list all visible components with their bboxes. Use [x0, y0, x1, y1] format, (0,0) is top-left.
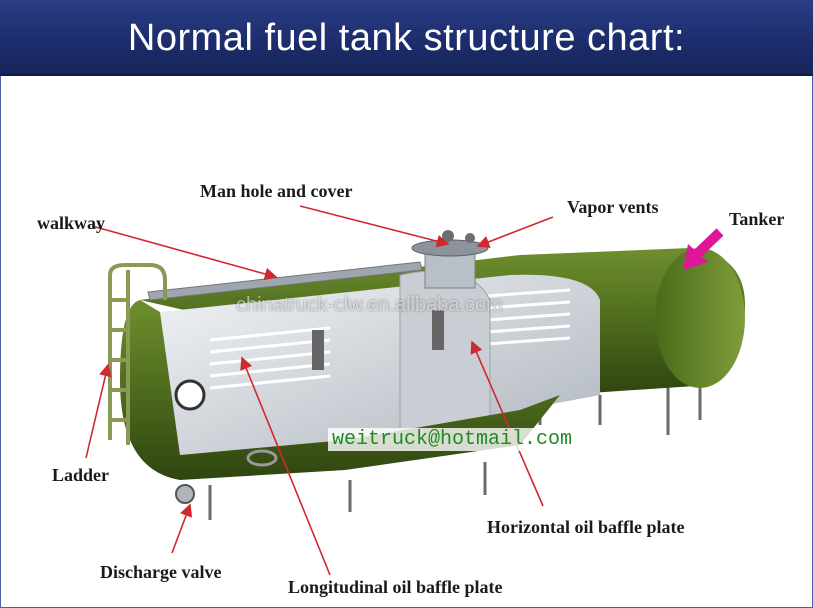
manhole-cover	[411, 239, 489, 257]
leader-lines	[85, 205, 554, 576]
vapor-vent-icon-2	[465, 233, 475, 243]
gauge-icon	[174, 379, 206, 411]
label-man-hole: Man hole and cover	[200, 181, 353, 201]
ladder	[108, 263, 167, 445]
label-walkway: walkway	[37, 213, 106, 233]
tanker-arrow-icon	[683, 228, 724, 270]
valve-wheel-icon	[246, 449, 278, 467]
label-ladder: Ladder	[52, 465, 110, 485]
watermark: chinatruck-clw.en.alibaba.com	[236, 294, 503, 316]
baffle-brackets-2	[432, 310, 444, 350]
baffle-brackets	[312, 330, 324, 370]
vapor-vent-icon	[442, 230, 454, 242]
label-vapor-vents: Vapor vents	[567, 197, 659, 217]
discharge-valve-icon	[175, 484, 195, 504]
title-banner: Normal fuel tank structure chart:	[0, 0, 813, 76]
walkway-rail	[147, 261, 423, 301]
label-discharge-valve: Discharge valve	[100, 562, 222, 582]
page-title: Normal fuel tank structure chart:	[127, 16, 686, 59]
label-tanker: Tanker	[729, 209, 785, 229]
contact-email: weitruck@hotmail.com	[328, 428, 577, 451]
tank-end-cap	[655, 248, 745, 388]
label-longitudinal-baffle: Longitudinal oil baffle plate	[288, 577, 503, 597]
label-horizontal-baffle: Horizontal oil baffle plate	[487, 517, 685, 537]
